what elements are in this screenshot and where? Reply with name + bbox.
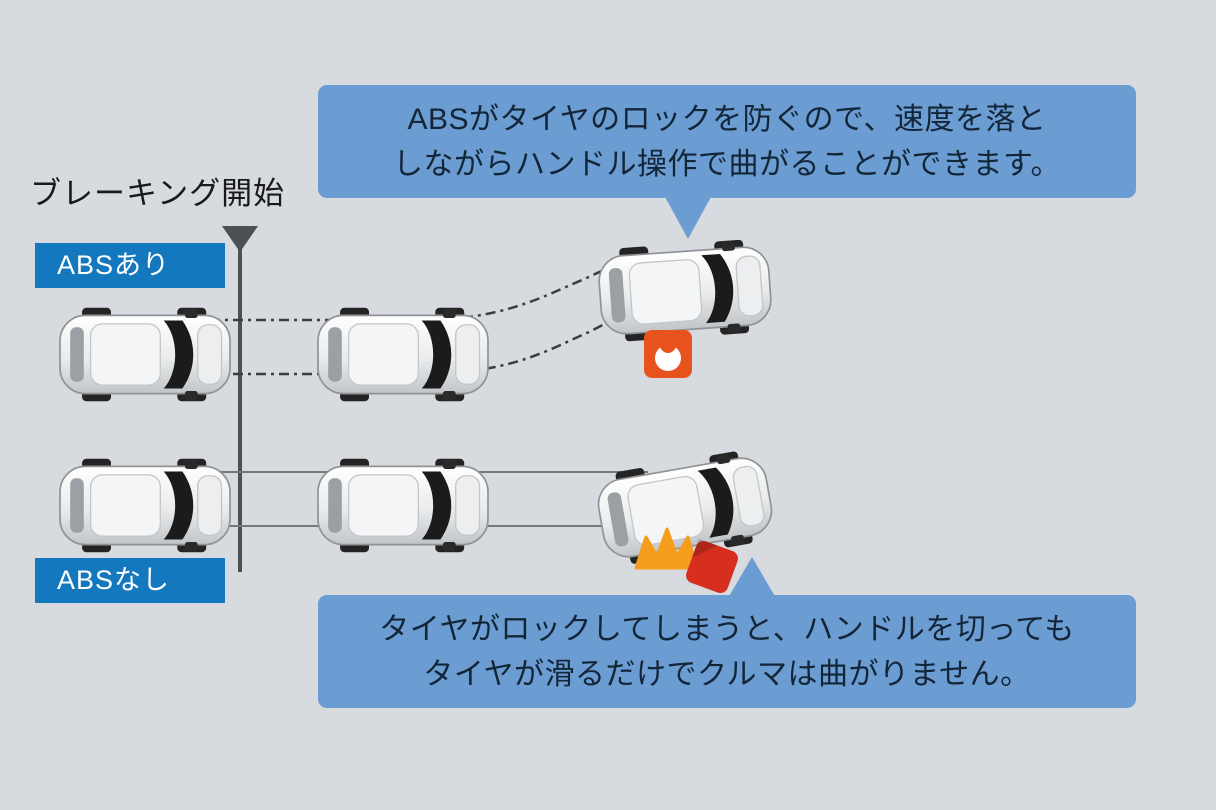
obstacle-icon [644, 330, 692, 378]
car-abs-on-1 [59, 306, 231, 403]
car-abs-on-3-swerved [596, 237, 774, 344]
abs-off-callout-tail [728, 557, 776, 598]
braking-start-label: ブレーキング開始 [30, 176, 286, 211]
car-abs-off-2 [317, 457, 489, 554]
lane-label-abs-off: ABSなし [35, 558, 225, 603]
abs-on-callout-line1: ABSがタイヤのロックを防ぐので、速度を落と [407, 102, 1047, 136]
braking-point-marker-icon [222, 226, 258, 252]
abs-on-track-upper [95, 264, 615, 322]
abs-on-track-lower [95, 316, 619, 376]
abs-on-callout-line2: しながらハンドル操作で曲がることができます。 [393, 147, 1061, 181]
lane-label-abs-on: ABSあり [35, 243, 225, 288]
abs-off-callout-line2: タイヤが滑るだけでクルマは曲がりません。 [423, 657, 1031, 691]
abs-off-callout-bubble: タイヤがロックしてしまうと、ハンドルを切っても タイヤが滑るだけでクルマは曲がり… [318, 595, 1136, 708]
abs-on-callout-bubble: ABSがタイヤのロックを防ぐので、速度を落と しながらハンドル操作で曲がることが… [318, 85, 1136, 198]
crashed-obstacle-icon [686, 538, 738, 593]
car-abs-off-1 [59, 457, 231, 554]
abs-off-callout-line1: タイヤがロックしてしまうと、ハンドルを切っても [379, 612, 1075, 646]
car-abs-on-2 [317, 306, 489, 403]
abs-on-callout-tail [664, 195, 712, 239]
